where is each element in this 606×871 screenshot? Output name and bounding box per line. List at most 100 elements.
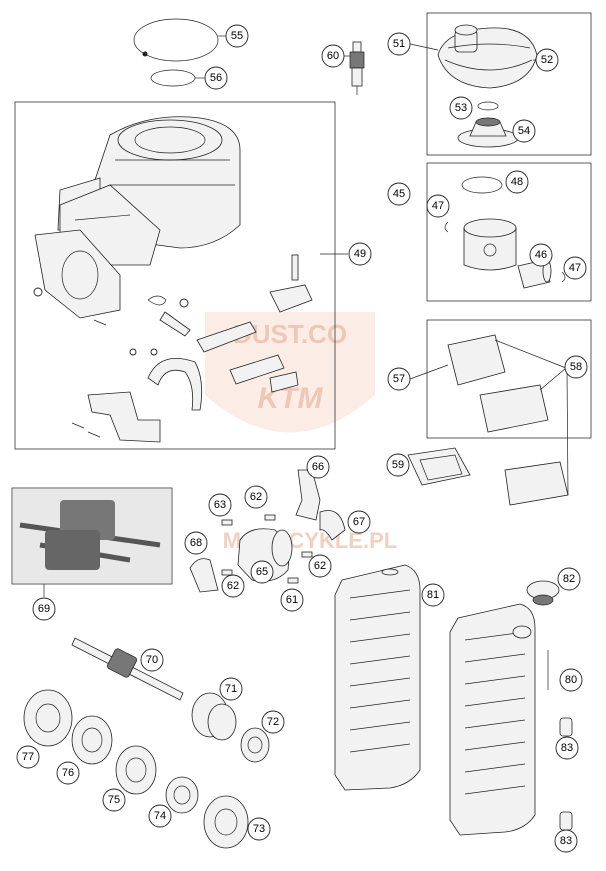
callout-52: 52 xyxy=(535,48,559,72)
cylinder-head xyxy=(409,24,538,89)
callout-76: 76 xyxy=(56,761,80,785)
intake-gasket xyxy=(407,447,471,486)
watermark-line2: KTM xyxy=(258,382,324,415)
svg-text:63: 63 xyxy=(214,499,226,511)
pin-62b xyxy=(221,569,233,576)
pin-62a xyxy=(264,514,276,521)
callout-66: 66 xyxy=(306,455,330,479)
svg-text:80: 80 xyxy=(565,674,577,686)
callout-61: 61 xyxy=(280,588,304,612)
callout-71: 71 xyxy=(219,677,243,701)
pin-61 xyxy=(287,577,299,584)
callout-55: 55 xyxy=(225,24,249,48)
callout-45: 45 xyxy=(387,182,411,206)
shift-fork-67 xyxy=(319,510,346,541)
svg-text:66: 66 xyxy=(312,461,324,473)
callout-67: 67 xyxy=(347,510,371,534)
exhaust-flange xyxy=(34,229,121,319)
o-ring-mark xyxy=(142,51,148,57)
pin-63 xyxy=(221,519,233,526)
callout-59: 59 xyxy=(386,453,410,477)
shift-fork-68 xyxy=(189,558,219,593)
gear-75 xyxy=(115,745,157,795)
svg-text:56: 56 xyxy=(210,72,222,84)
spark-plug xyxy=(344,41,365,95)
plug-83b xyxy=(559,811,573,831)
radiator-right xyxy=(449,603,536,836)
svg-text:62: 62 xyxy=(227,580,239,592)
o-ring-small xyxy=(150,69,196,87)
o-ring-large xyxy=(133,18,219,62)
svg-text:71: 71 xyxy=(225,683,237,695)
callout-80: 80 xyxy=(559,668,583,692)
svg-text:69: 69 xyxy=(38,603,50,615)
thermostat-cap xyxy=(457,117,519,148)
svg-text:54: 54 xyxy=(518,125,530,137)
callout-75: 75 xyxy=(102,788,126,812)
svg-text:52: 52 xyxy=(541,54,553,66)
shift-drum xyxy=(237,528,293,582)
callout-49: 49 xyxy=(348,242,372,266)
callout-73: 73 xyxy=(247,817,271,841)
svg-text:47: 47 xyxy=(432,200,444,212)
svg-text:49: 49 xyxy=(354,248,366,260)
gearbox-photo xyxy=(13,489,171,583)
gear-76 xyxy=(71,715,113,765)
gear-74 xyxy=(165,776,199,814)
callout-46: 46 xyxy=(529,243,553,267)
svg-text:76: 76 xyxy=(62,767,74,779)
callout-83b: 83 xyxy=(554,829,578,853)
svg-text:45: 45 xyxy=(393,188,405,200)
svg-text:61: 61 xyxy=(286,594,298,606)
callout-56: 56 xyxy=(204,66,228,90)
callout-62c: 62 xyxy=(308,554,332,578)
svg-text:60: 60 xyxy=(327,50,339,62)
svg-text:83: 83 xyxy=(561,742,573,754)
gear-71 xyxy=(191,692,237,741)
callout-60: 60 xyxy=(321,44,345,68)
svg-text:58: 58 xyxy=(570,361,582,373)
gear-72 xyxy=(240,727,270,763)
gearbox-photo-frame xyxy=(11,487,173,585)
pin-62c xyxy=(301,551,313,558)
svg-text:51: 51 xyxy=(393,38,405,50)
callout-53: 53 xyxy=(449,96,473,120)
watermark: DUST.CO KTM MOTOCYKLE.PL xyxy=(205,312,397,553)
screws xyxy=(71,319,158,438)
callout-54: 54 xyxy=(512,119,536,143)
svg-text:82: 82 xyxy=(563,573,575,585)
svg-text:74: 74 xyxy=(154,810,166,822)
callout-77: 77 xyxy=(16,745,40,769)
callout-81: 81 xyxy=(421,583,445,607)
svg-text:83: 83 xyxy=(560,835,572,847)
watermark-line1: DUST.CO xyxy=(233,319,347,349)
piston-pin xyxy=(517,259,552,289)
svg-text:55: 55 xyxy=(231,30,243,42)
main-shaft xyxy=(71,637,184,701)
svg-text:48: 48 xyxy=(511,176,523,188)
callout-69: 69 xyxy=(32,597,56,621)
svg-text:59: 59 xyxy=(392,459,404,471)
svg-text:68: 68 xyxy=(190,537,202,549)
svg-text:47: 47 xyxy=(569,262,581,274)
svg-text:81: 81 xyxy=(427,589,439,601)
radiator-left xyxy=(334,564,421,791)
circlip-right xyxy=(561,271,566,283)
reed-valve-frame xyxy=(426,319,592,439)
plug-83a xyxy=(559,717,573,737)
cylinder-head-frame xyxy=(426,12,592,156)
cylinder-group-frame xyxy=(14,101,336,450)
circlip-left xyxy=(444,221,449,233)
svg-text:62: 62 xyxy=(314,560,326,572)
svg-text:62: 62 xyxy=(250,491,262,503)
piston-frame xyxy=(426,162,592,302)
callout-47b: 47 xyxy=(563,256,587,280)
reed-valve-block xyxy=(447,334,569,506)
callout-74: 74 xyxy=(148,804,172,828)
svg-text:53: 53 xyxy=(455,102,467,114)
callout-65: 65 xyxy=(250,560,274,584)
head-o-ring xyxy=(477,101,499,111)
svg-text:46: 46 xyxy=(535,249,547,261)
svg-text:77: 77 xyxy=(22,751,34,763)
callout-83a: 83 xyxy=(555,736,579,760)
